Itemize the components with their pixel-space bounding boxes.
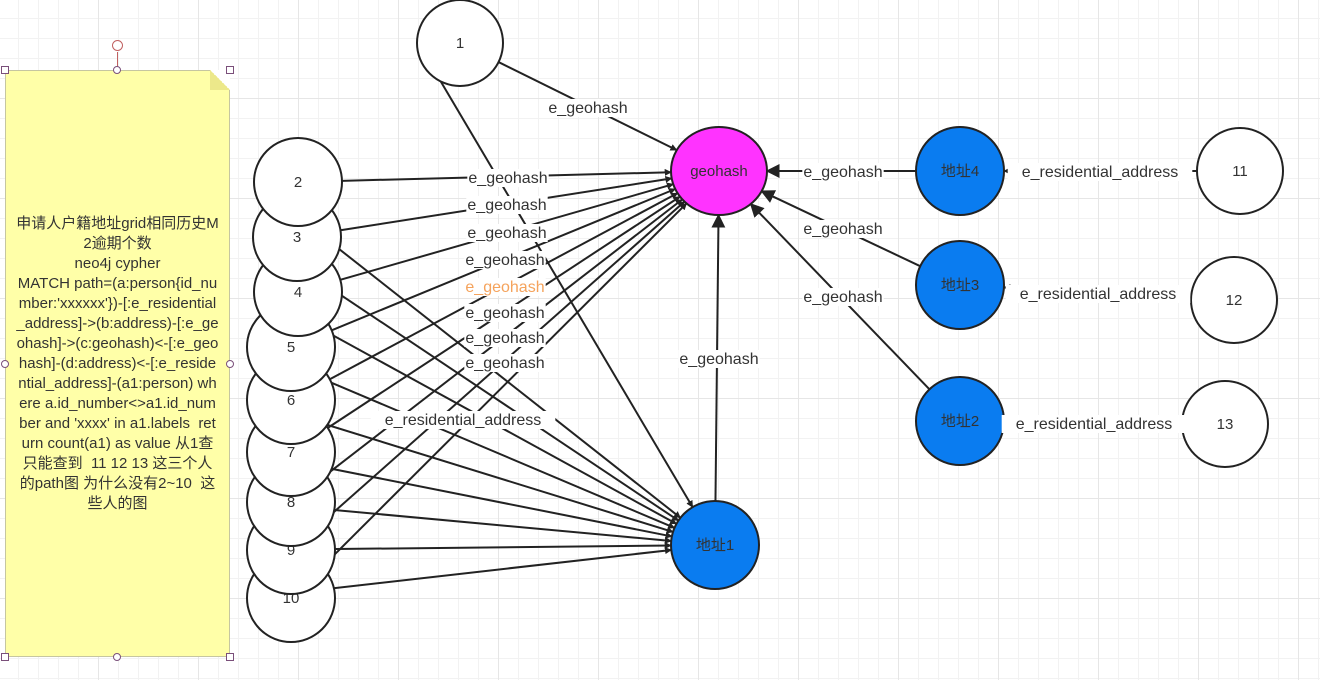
edge-label-n4-to-geohash: e_geohash bbox=[467, 225, 546, 242]
resize-handle-left[interactable] bbox=[1, 360, 9, 368]
node-label: 11 bbox=[1232, 163, 1248, 180]
node-a4[interactable]: 地址4 bbox=[915, 126, 1005, 216]
node-label: 5 bbox=[287, 339, 295, 356]
edge-label-background bbox=[464, 278, 546, 296]
edge-label-n13-to-a2: e_residential_address bbox=[1016, 416, 1173, 433]
edge-label-a1-to-geohash: e_geohash bbox=[679, 351, 758, 368]
node-n13[interactable]: 13 bbox=[1181, 380, 1269, 468]
edge-label-n7-to-geohash: e_geohash bbox=[465, 305, 544, 322]
node-label: 6 bbox=[287, 392, 295, 409]
node-shape bbox=[915, 126, 1005, 216]
edge-labels-layer: e_geohash e_geohash e_geohash e_geohash e_ge… bbox=[370, 99, 1193, 433]
resize-handle-bottom-right[interactable] bbox=[226, 653, 234, 661]
node-a1[interactable]: 地址1 bbox=[670, 500, 760, 590]
resize-handle-bottom-left[interactable] bbox=[1, 653, 9, 661]
node-label: 12 bbox=[1226, 292, 1243, 309]
rotate-handle[interactable] bbox=[112, 40, 123, 51]
node-label: 4 bbox=[294, 284, 302, 301]
node-label: 8 bbox=[287, 494, 295, 511]
edge-label-background bbox=[678, 350, 760, 368]
edge-label-background bbox=[802, 288, 884, 306]
sticky-note[interactable]: 申请人户籍地址grid相同历史M2逾期个数 neo4j cypher MATCH… bbox=[5, 70, 230, 657]
edge-label-background bbox=[802, 163, 884, 181]
resize-handle-right[interactable] bbox=[226, 360, 234, 368]
edge-n10-to-geohash[interactable] bbox=[321, 202, 688, 568]
node-label: 1 bbox=[456, 35, 464, 52]
node-label: 9 bbox=[287, 542, 295, 559]
node-shape bbox=[670, 126, 768, 216]
edge-label-background bbox=[464, 251, 546, 269]
resize-handle-bottom[interactable] bbox=[113, 653, 121, 661]
note-corner-fold bbox=[210, 70, 230, 90]
node-shape bbox=[915, 240, 1005, 330]
node-n12[interactable]: 12 bbox=[1190, 256, 1278, 344]
node-shape bbox=[1190, 256, 1278, 344]
edge-label-background bbox=[466, 224, 548, 242]
node-n2[interactable]: 2 bbox=[253, 137, 343, 227]
node-label: 2 bbox=[294, 174, 302, 191]
edge-label-background bbox=[547, 99, 629, 117]
node-label: 7 bbox=[287, 444, 295, 461]
edge-label-n11-to-a4: e_residential_address bbox=[1022, 164, 1179, 181]
edge-label-background bbox=[464, 329, 546, 347]
resize-handle-top[interactable] bbox=[113, 66, 121, 74]
node-a3[interactable]: 地址3 bbox=[915, 240, 1005, 330]
edge-label-n12-to-a3: e_residential_address bbox=[1020, 286, 1177, 303]
node-n1[interactable]: 1 bbox=[416, 0, 504, 87]
edge-label-n2-to-geohash: e_geohash bbox=[468, 170, 547, 187]
edge-label-a4-to-geohash: e_geohash bbox=[803, 164, 882, 181]
edge-label-a3-to-geohash: e_geohash bbox=[803, 221, 882, 238]
edge-n1-to-a1[interactable] bbox=[417, 42, 694, 508]
edge-label-background bbox=[464, 304, 546, 322]
node-label: 地址1 bbox=[696, 537, 734, 554]
edge-label-background bbox=[466, 196, 548, 214]
edge-label-n6-to-geohash: e_geohash bbox=[465, 279, 544, 296]
node-label: 地址4 bbox=[941, 163, 979, 180]
node-n11[interactable]: 11 bbox=[1196, 127, 1284, 215]
node-shape bbox=[416, 0, 504, 87]
edge-label-background bbox=[467, 169, 549, 187]
rotation-handle-stem bbox=[117, 52, 118, 70]
node-label: 地址3 bbox=[941, 277, 979, 294]
resize-handle-top-right[interactable] bbox=[226, 66, 234, 74]
note-text: 申请人户籍地址grid相同历史M2逾期个数 neo4j cypher MATCH… bbox=[16, 214, 219, 512]
edge-label-n1-to-geohash: e_geohash bbox=[548, 100, 627, 117]
edge-label-a2-to-geohash: e_geohash bbox=[803, 289, 882, 306]
edge-label-n5-to-geohash: e_geohash bbox=[465, 252, 544, 269]
edge-label-n8-to-geohash: e_geohash bbox=[465, 330, 544, 347]
node-a2[interactable]: 地址2 bbox=[915, 376, 1005, 466]
edge-label-n6-to-a1: e_residential_address bbox=[385, 412, 542, 429]
node-label: 13 bbox=[1217, 416, 1234, 433]
edge-label-background bbox=[1005, 285, 1191, 303]
edge-label-background bbox=[802, 220, 884, 238]
node-label: 地址2 bbox=[941, 413, 979, 430]
edge-label-n3-to-geohash: e_geohash bbox=[467, 197, 546, 214]
node-shape bbox=[1196, 127, 1284, 215]
edge-label-background bbox=[370, 411, 556, 429]
node-geohash[interactable]: geohash bbox=[670, 126, 768, 216]
edge-label-background bbox=[1007, 163, 1193, 181]
resize-handle-top-left[interactable] bbox=[1, 66, 9, 74]
edge-label-background bbox=[464, 354, 546, 372]
edge-label-background bbox=[1001, 415, 1187, 433]
node-shape bbox=[253, 137, 343, 227]
node-label: geohash bbox=[690, 163, 748, 180]
node-shape bbox=[670, 500, 760, 590]
node-label: 3 bbox=[293, 229, 301, 246]
edge-label-n9-to-geohash: e_geohash bbox=[465, 355, 544, 372]
